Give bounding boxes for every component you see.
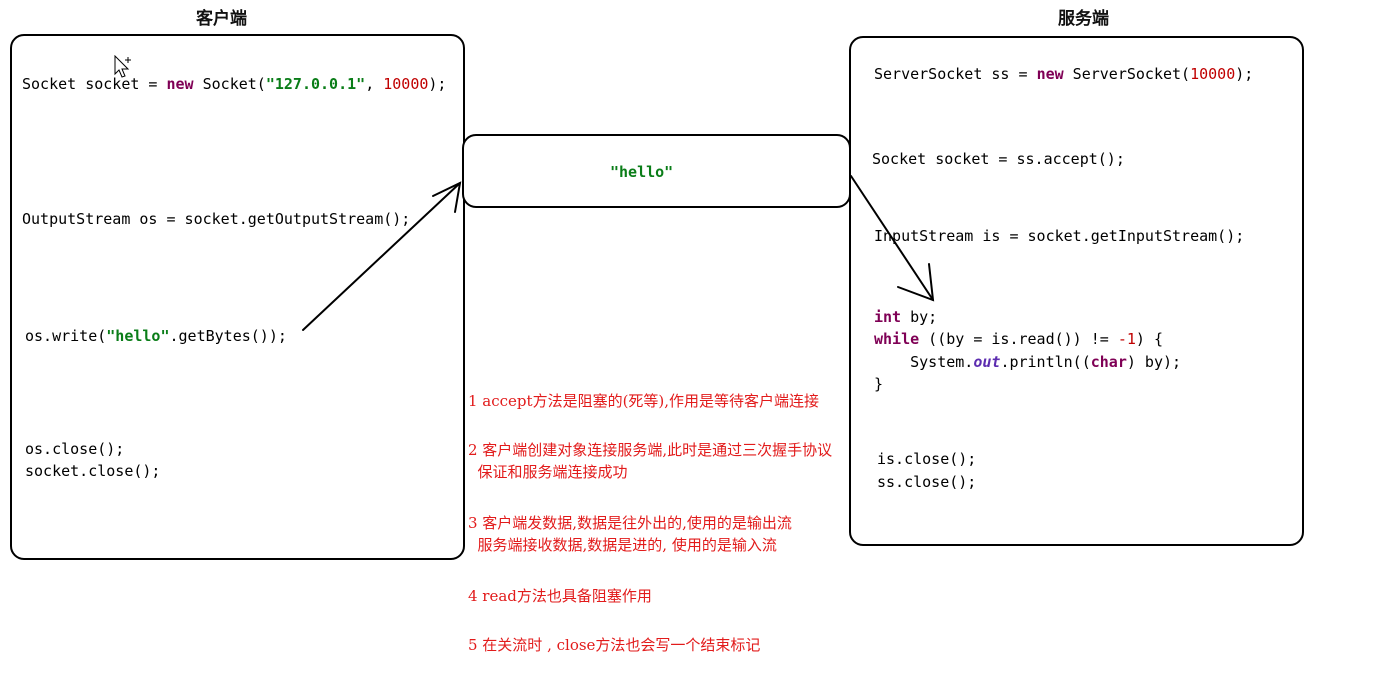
client-socket-close-line: socket.close(); <box>25 462 161 480</box>
message-text: "hello" <box>610 163 674 181</box>
server-brace-line: } <box>874 375 884 393</box>
client-title: 客户端 <box>196 9 247 29</box>
client-os-close-line: os.close(); <box>25 440 125 458</box>
server-while-line: while ((by = is.read()) != -1) { <box>874 330 1163 348</box>
note-4: 4 read方法也具备阻塞作用 <box>468 587 652 605</box>
server-is-close-line: is.close(); <box>877 450 977 468</box>
server-arrow-head <box>897 263 935 302</box>
server-box <box>849 36 1304 546</box>
note-1: 1 accept方法是阻塞的(死等),作用是等待客户端连接 <box>468 392 820 410</box>
client-box <box>10 34 465 560</box>
server-accept-line: Socket socket = ss.accept(); <box>872 150 1125 168</box>
server-serversocket-line: ServerSocket ss = new ServerSocket(10000… <box>874 65 1254 83</box>
server-println-line: System.out.println((char) by); <box>874 353 1182 371</box>
cursor-icon <box>114 55 131 78</box>
note-5: 5 在关流时 , close方法也会写一个结束标记 <box>468 636 761 654</box>
message-box <box>462 134 851 208</box>
server-title: 服务端 <box>1058 9 1109 29</box>
client-write-line: os.write("hello".getBytes()); <box>25 327 287 345</box>
note-2: 2 客户端创建对象连接服务端,此时是通过三次握手协议 保证和服务端连接成功 <box>468 441 833 481</box>
server-int-line: int by; <box>874 308 938 326</box>
client-outputstream-line: OutputStream os = socket.getOutputStream… <box>22 210 411 228</box>
message-to-server-arrow <box>850 175 934 301</box>
client-arrow-head <box>432 181 462 213</box>
server-ss-close-line: ss.close(); <box>877 473 977 491</box>
client-to-message-arrow <box>302 182 461 331</box>
note-3: 3 客户端发数据,数据是往外出的,使用的是输出流 服务端接收数据,数据是进的, … <box>468 514 792 554</box>
client-socket-line: Socket socket = new Socket("127.0.0.1", … <box>22 75 447 93</box>
server-inputstream-line: InputStream is = socket.getInputStream()… <box>874 227 1245 245</box>
